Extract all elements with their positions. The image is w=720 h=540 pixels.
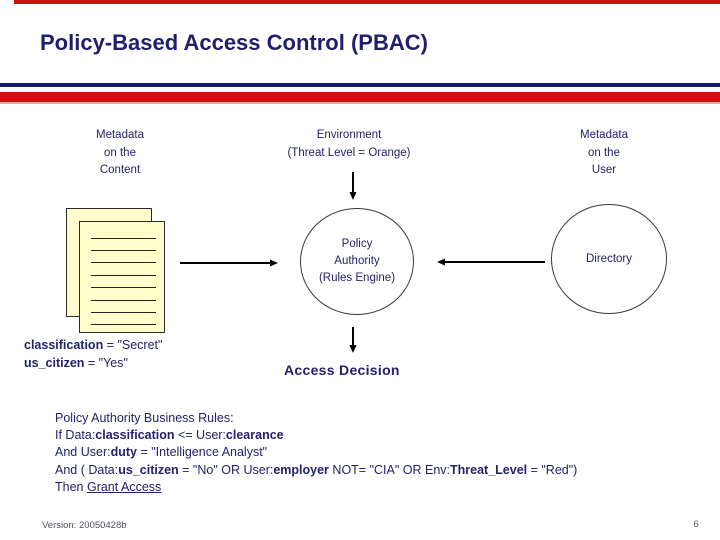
attribute-name: us_citizen [24,356,85,370]
rules-title: Policy Authority Business Rules: [55,411,234,425]
document-page-front [79,221,165,333]
label-line: Content [99,164,141,176]
rule-text: If Data: [55,428,96,443]
label-line: on the [588,146,620,159]
rule-attr: employer [273,462,329,477]
rule-line-then: Then Grant Access [55,479,577,496]
attribute-value: = "Yes" [84,356,128,370]
rule-attr: us_citizen [118,462,179,477]
rule-line-if: If Data:classification <= User:clearance [55,427,577,444]
attribute-line: classification = "Secret" [24,336,162,354]
top-accent-line [14,0,720,4]
label-line: Metadata [96,129,144,141]
node-label-line: Directory [585,252,632,265]
rule-text: And User: [55,445,111,460]
rule-text: And ( Data: [55,462,119,477]
document-text-line [91,324,156,325]
rule-text: Then [55,479,87,494]
business-rules-block: Policy Authority Business Rules: If Data… [55,410,577,496]
node-label-line: Policy [341,238,373,250]
access-decision-label: Access Decision [284,362,400,378]
document-text-line [91,238,156,239]
version-label: Version: 20050428b [42,520,127,531]
document-text-line [91,262,156,263]
rule-line-and2: And ( Data:us_citizen = "No" OR User:emp… [55,462,577,479]
grant-access-text: Grant Access [86,479,162,494]
label-line: on the [104,146,136,159]
label-line: Metadata [580,129,628,141]
slide-title: Policy-Based Access Control (PBAC) [40,30,428,55]
directory-node: Directory [551,204,667,314]
rule-text: <= User: [174,428,226,443]
attribute-line: us_citizen = "Yes" [24,354,162,372]
rule-attr: classification [95,428,175,443]
content-attributes: classification = "Secret" us_citizen = "… [24,336,162,372]
rule-attr: duty [110,445,137,460]
label-line: User [591,164,617,176]
rule-text: = "No" OR User: [178,462,274,477]
document-text-line [91,275,156,276]
rule-line-and1: And User:duty = "Intelligence Analyst" [55,444,577,461]
rule-text: = "Intelligence Analyst" [136,445,268,460]
node-label-line: (Rules Engine) [318,272,396,284]
policy-authority-node: Policy Authority (Rules Engine) [300,208,414,315]
label-environment: Environment (Threat Level = Orange) [248,127,450,162]
label-line: (Threat Level = Orange) [287,146,411,159]
title-divider-navy [0,83,720,87]
document-text-line [91,250,156,251]
label-line: Environment [316,129,382,141]
attribute-name: classification [24,338,104,352]
rule-attr: clearance [225,428,284,443]
label-metadata-on-content: Metadata on the Content [60,127,180,180]
rule-attr: Threat_Level [450,462,528,477]
label-metadata-on-user: Metadata on the User [544,127,664,180]
document-text-line [91,287,156,288]
title-divider-red [0,92,720,104]
document-text-line [91,300,156,301]
document-text-line [91,312,156,313]
node-label-line: Authority [334,255,380,267]
attribute-value: = "Secret" [103,338,163,352]
rule-text: NOT= "CIA" OR Env: [328,462,450,477]
rule-text: = "Red") [527,462,578,477]
page-number: 6 [693,519,699,530]
